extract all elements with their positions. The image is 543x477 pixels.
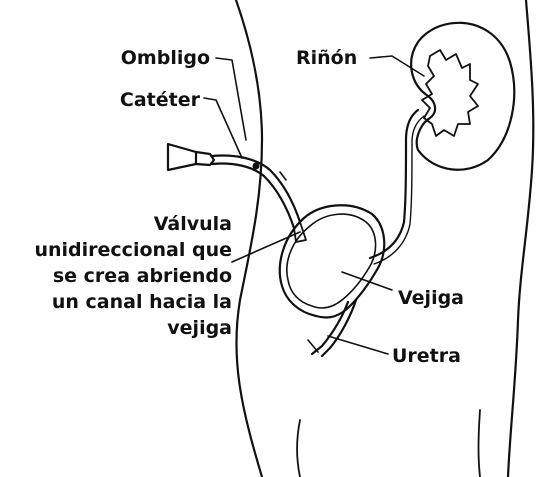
leader-uretra (328, 336, 388, 354)
label-uretra: Uretra (392, 343, 461, 369)
leg-line-left (297, 420, 300, 477)
kidney-calyces (422, 50, 478, 136)
leader-cateter (204, 98, 242, 158)
bladder-outer (280, 205, 384, 317)
navel (253, 163, 260, 170)
body-outline-left (236, 0, 262, 477)
label-ombligo: Ombligo (90, 45, 210, 71)
catheter-funnel (168, 144, 196, 170)
label-vejiga: Vejiga (398, 285, 464, 311)
label-valvula: Válvula unidireccional que se crea abrie… (10, 211, 232, 341)
leg-line-right (479, 410, 481, 477)
urethra-3 (308, 340, 318, 352)
valvula-line-3: se crea abriendo (10, 263, 232, 289)
ureter (370, 110, 418, 258)
urethra-2 (322, 300, 356, 356)
skin-crease (280, 172, 286, 180)
catheter-connector (196, 152, 214, 165)
leader-ombligo (216, 58, 246, 140)
label-rinon: Riñón (296, 45, 357, 71)
label-cateter: Catéter (80, 87, 200, 113)
valvula-line-2: unidireccional que (10, 237, 232, 263)
bladder-inner (287, 214, 376, 308)
valvula-line-5: vejiga (10, 315, 232, 341)
leader-valvula (232, 232, 300, 262)
valvula-line-4: un canal hacia la (10, 289, 232, 315)
leader-rinon (370, 56, 424, 76)
valvula-line-1: Válvula (10, 211, 232, 237)
